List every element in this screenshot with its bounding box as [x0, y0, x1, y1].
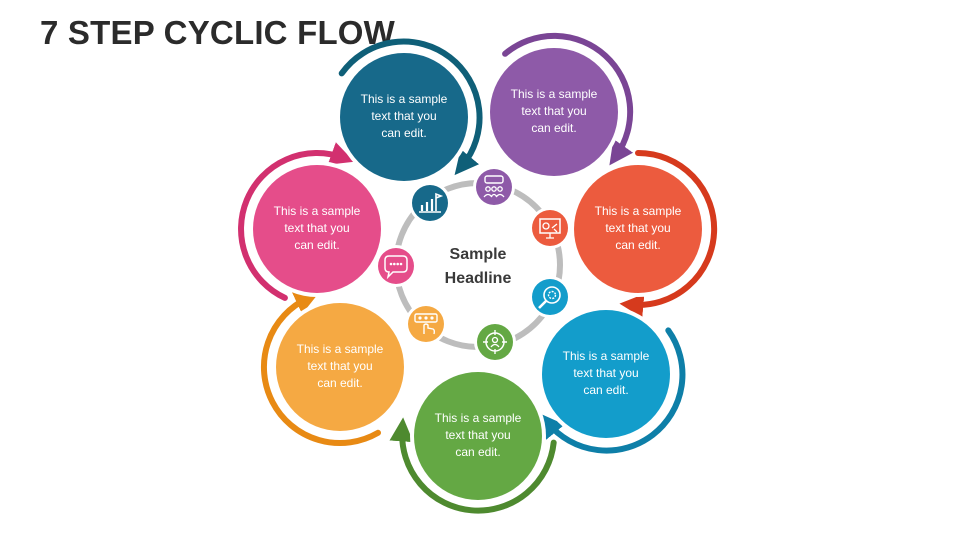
center-headline-line1: Sample	[450, 246, 507, 263]
step-2-text-line-1: This is a sample	[511, 87, 598, 101]
center-headline-line2: Headline	[445, 270, 512, 287]
step-6-text-line-1: This is a sample	[297, 342, 384, 356]
step-3-cycle-arrow	[619, 149, 718, 318]
step-7-text-line-3: can edit.	[294, 238, 339, 252]
step-4-cycle-arrow	[540, 327, 686, 454]
magnifier-gear-icon	[529, 276, 571, 318]
step-2-text-line-2: text that you	[521, 104, 586, 118]
circles-layer: This is a sample text that you can edit. Th…	[249, 44, 706, 504]
chat-bubble-icon	[375, 245, 417, 287]
icons-layer	[375, 166, 571, 363]
step-3-text-line-3: can edit.	[615, 238, 660, 252]
step-5-text-line-2: text that you	[445, 428, 510, 442]
step-4-text-line-1: This is a sample	[563, 349, 650, 363]
rating-hand-icon	[405, 303, 447, 345]
step-4-text-line-3: can edit.	[583, 383, 628, 397]
page-title: 7 STEP CYCLIC FLOW	[40, 14, 396, 51]
step-3-circle	[574, 165, 702, 293]
step-5-circle	[414, 372, 542, 500]
step-1-cycle-arrow	[338, 38, 483, 176]
step-1-text-line-1: This is a sample	[361, 92, 448, 106]
step-4-text-line-2: text that you	[573, 366, 638, 380]
step-2-cycle-arrow	[502, 32, 634, 166]
step-2-text-line-3: can edit.	[531, 121, 576, 135]
team-meeting-icon	[473, 166, 515, 208]
step-6-circle	[276, 303, 404, 431]
step-1-circle	[340, 53, 468, 181]
step-5-cycle-arrow	[389, 417, 557, 514]
step-4-circle	[542, 310, 670, 438]
rings-layer	[238, 32, 718, 514]
step-1-text-line-2: text that you	[371, 109, 436, 123]
step-6-text-line-3: can edit.	[317, 376, 362, 390]
step-7-circle	[253, 165, 381, 293]
step-7-cycle-arrow	[238, 142, 355, 301]
target-person-icon	[474, 321, 516, 363]
flag-bar-chart-icon	[409, 182, 451, 224]
step-3-text-line-2: text that you	[605, 221, 670, 235]
step-5-text-line-3: can edit.	[455, 445, 500, 459]
step-2-circle	[490, 48, 618, 176]
step-3-text-line-1: This is a sample	[595, 204, 682, 218]
step-1-text-line-3: can edit.	[381, 126, 426, 140]
step-7-text-line-2: text that you	[284, 221, 349, 235]
step-6-text-line-2: text that you	[307, 359, 372, 373]
step-5-text-line-1: This is a sample	[435, 411, 522, 425]
presentation-board-icon	[529, 207, 571, 249]
step-6-cycle-arrow	[260, 292, 381, 446]
step-7-text-line-1: This is a sample	[274, 204, 361, 218]
